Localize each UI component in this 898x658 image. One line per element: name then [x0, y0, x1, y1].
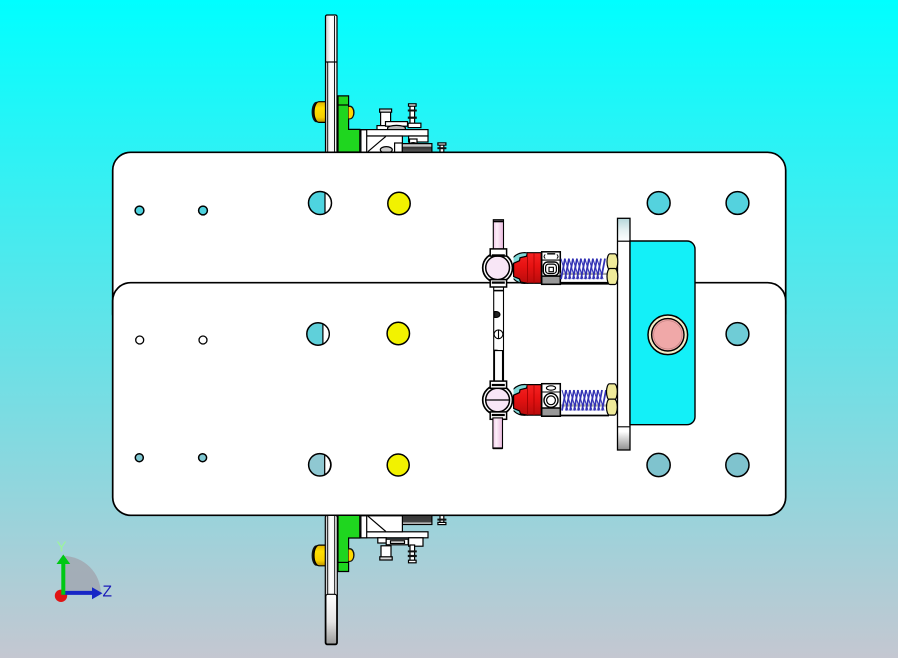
svg-text:Z: Z [103, 584, 112, 601]
svg-text:Y: Y [57, 539, 67, 556]
